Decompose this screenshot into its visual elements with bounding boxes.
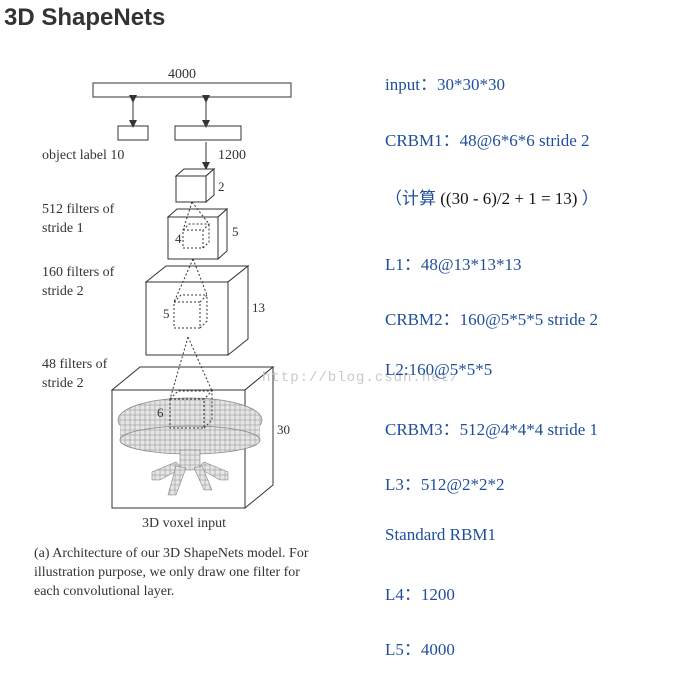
figure-caption: (a) Architecture of our 3D ShapeNets mod…: [34, 546, 309, 599]
layer1-stride-label: stride 2: [42, 376, 84, 391]
page-title: 3D ShapeNets: [4, 4, 166, 31]
note-rbm: Standard RBM1: [385, 525, 496, 544]
layer2-filter-size: 5: [163, 306, 170, 321]
layer3-stride-label: stride 1: [42, 221, 84, 236]
calc-suffix: ）: [581, 189, 599, 208]
object-label-text: object label 10: [42, 148, 124, 163]
note-l5: L5：4000: [385, 640, 455, 659]
top-units-label: 4000: [168, 67, 196, 82]
voxel-table-icon: [117, 397, 263, 496]
layer1-size: 13: [252, 300, 265, 315]
note-l1: L1：48@13*13*13: [385, 255, 522, 274]
watermark: http://blog.csdn.net/: [262, 370, 460, 386]
layer2-size: 5: [232, 224, 239, 239]
layer3-size: 2: [218, 179, 225, 194]
note-crbm3: CRBM3：512@4*4*4 stride 1: [385, 420, 599, 439]
top-layer-box: [92, 82, 292, 98]
calc-prefix: （计算: [385, 189, 436, 208]
layer2-stride-label: stride 2: [42, 284, 84, 299]
note-calc: （计算 ((30 - 6)/2 + 1 = 13) ）: [385, 184, 599, 209]
hidden-layer-box: [174, 125, 242, 141]
note-l4: L4：1200: [385, 585, 455, 604]
input-caption: 3D voxel input: [142, 516, 226, 531]
layer1-filters-label: 48 filters of: [42, 357, 108, 372]
calc-formula: ((30 - 6)/2 + 1 = 13): [440, 189, 578, 208]
layer2-filter-cube: [173, 258, 209, 329]
object-label-box: [117, 125, 149, 141]
layer3-filter-size: 4: [175, 231, 182, 246]
note-crbm1: CRBM1：48@6*6*6 stride 2: [385, 131, 590, 150]
note-l2: L2:160@5*5*5: [385, 360, 493, 379]
note-crbm2: CRBM2：160@5*5*5 stride 2: [385, 310, 599, 329]
hidden-units-label: 1200: [218, 148, 246, 163]
note-l3: L3：512@2*2*2: [385, 475, 505, 494]
layer3-filter-cube: [182, 201, 211, 249]
layer1-filter-size: 6: [157, 405, 164, 420]
layer3-cube: [174, 167, 216, 204]
note-input: input：30*30*30: [385, 75, 505, 94]
layer1-filter-cube: [169, 336, 214, 429]
layer2-filters-label: 160 filters of: [42, 265, 115, 280]
input-size: 30: [277, 422, 290, 437]
layer3-filters-label: 512 filters of: [42, 202, 115, 217]
layer1-cube: [144, 264, 250, 357]
